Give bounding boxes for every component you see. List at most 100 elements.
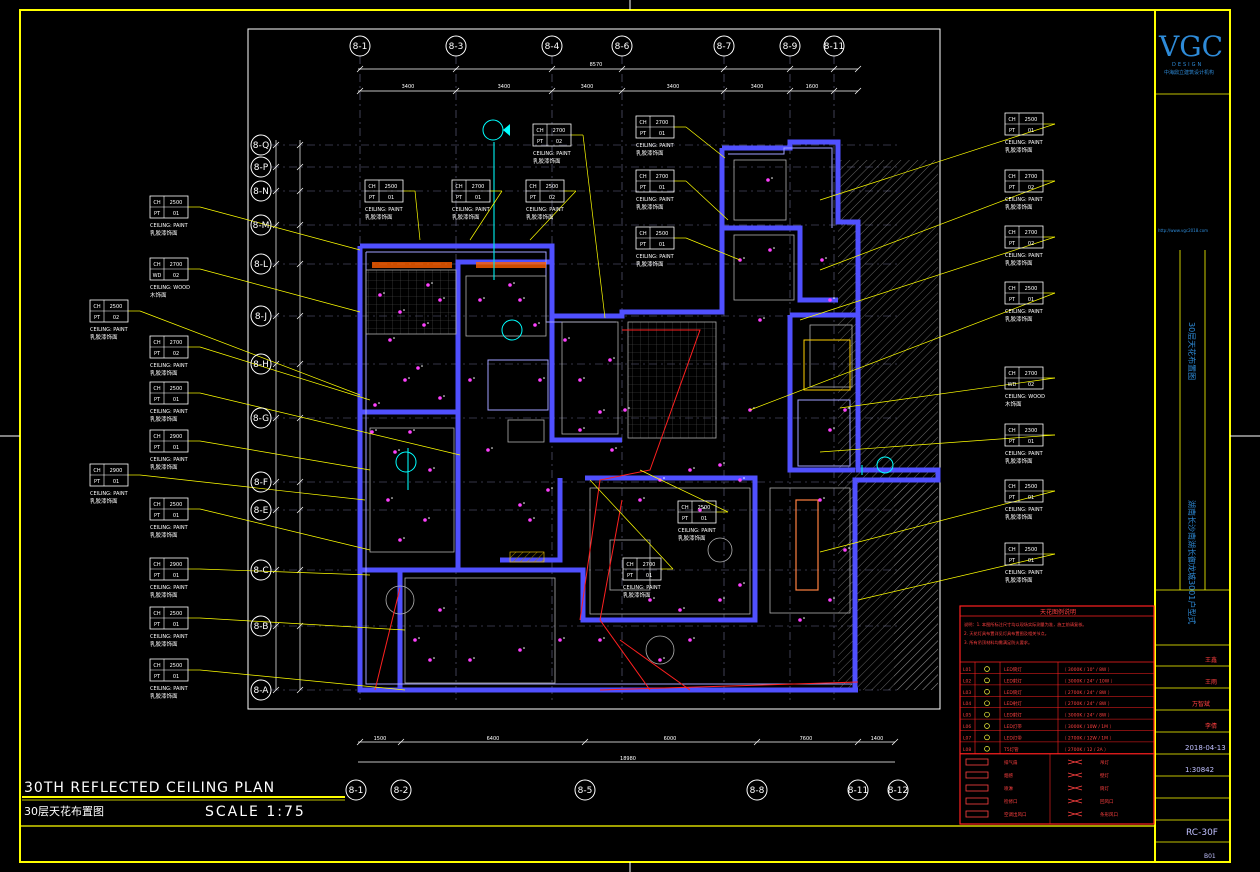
grid-label-left: 8-E xyxy=(254,506,269,516)
light-fixture xyxy=(370,430,374,434)
tag-height: 2500 xyxy=(385,184,398,190)
light-fixture xyxy=(408,430,412,434)
legend-row-name: LED射灯 xyxy=(1004,700,1022,707)
grid-label-left: 8-C xyxy=(253,566,268,576)
tag-code: 01 xyxy=(646,573,652,579)
tag-type: WD xyxy=(1008,382,1017,388)
grid-label-bottom: 8-11 xyxy=(848,786,868,796)
tag-height: 2700 xyxy=(170,262,183,268)
light-fixture xyxy=(638,498,642,502)
light-fixture xyxy=(698,508,702,512)
tag-ch: CH xyxy=(93,304,100,310)
red-section-lines xyxy=(374,329,859,691)
tag-material: CEILING: PAINT xyxy=(1005,570,1044,576)
tag-height: 2700 xyxy=(472,184,485,190)
tag-material: CEILING: PAINT xyxy=(1005,140,1044,146)
tag-material-cn: 乳胶漆饰面 xyxy=(636,260,664,268)
dimension-bottom: 7600 xyxy=(800,736,813,742)
tag-ch: CH xyxy=(153,262,160,268)
tag-height: 2500 xyxy=(170,611,183,617)
light-fixture xyxy=(678,608,682,612)
tag-ch: CH xyxy=(153,663,160,669)
titleblock-name-1: 王鑫 xyxy=(1205,656,1217,664)
tag-material: CEILING: PAINT xyxy=(150,686,189,692)
grid-label-top: 8-3 xyxy=(449,42,464,52)
tag-height: 2500 xyxy=(656,231,669,237)
grid-label-left: 8-M xyxy=(253,221,270,231)
tag-material: CEILING: PAINT xyxy=(150,363,189,369)
light-fixture xyxy=(438,298,442,302)
tag-height: 2500 xyxy=(170,663,183,669)
legend-symbol-right: 条形风口 xyxy=(1100,811,1118,818)
light-fixture xyxy=(386,498,390,502)
tag-code: 02 xyxy=(1028,185,1034,191)
tag-height: 2500 xyxy=(698,505,711,511)
tag-material-cn: 乳胶漆饰面 xyxy=(150,640,178,648)
title-block-lines xyxy=(1155,93,1230,843)
light-fixture xyxy=(413,638,417,642)
titleblock-name-2: 王雨 xyxy=(1205,679,1217,686)
legend-row-spec: （ 3000K / 10° / 8W ） xyxy=(1062,667,1112,673)
tag-ch: CH xyxy=(536,128,543,134)
legend-row-name: LED筒灯 xyxy=(1004,689,1022,696)
tag-material-cn: 乳胶漆饰面 xyxy=(1005,259,1033,267)
dimension-bottom: 6400 xyxy=(487,736,500,742)
light-fixture xyxy=(818,498,822,502)
grid-bubble-top xyxy=(713,35,735,57)
light-fixture xyxy=(843,408,847,412)
light-fixture xyxy=(718,463,722,467)
tag-material: CEILING: PAINT xyxy=(1005,309,1044,315)
logo-sub: DESIGN xyxy=(1172,62,1203,68)
tag-material: CEILING: PAINT xyxy=(452,207,491,213)
room-furniture xyxy=(365,159,853,684)
tag-ch: CH xyxy=(681,505,688,511)
dimension-bottom: 6000 xyxy=(664,736,677,742)
tag-height: 2500 xyxy=(1025,117,1038,123)
tag-leader-lines xyxy=(128,123,1056,691)
tag-type: PT xyxy=(154,674,161,680)
tag-material: CEILING: PAINT xyxy=(678,528,717,534)
ceiling-light-fixtures xyxy=(370,177,850,662)
tag-ch: CH xyxy=(1008,286,1015,292)
grid-label-bottom: 8-8 xyxy=(750,786,765,796)
light-fixture xyxy=(558,638,562,642)
legend-row-code: L03 xyxy=(963,690,971,696)
light-fixture xyxy=(758,318,762,322)
tag-material: CEILING: PAINT xyxy=(1005,451,1044,457)
tag-code: 02 xyxy=(113,315,119,321)
legend-row-code: L08 xyxy=(963,747,971,753)
legend-row-name: LED灯带 xyxy=(1004,723,1022,730)
light-fixture xyxy=(398,310,402,314)
grid-bubble-bottom xyxy=(574,779,596,801)
tag-height: 2900 xyxy=(170,562,183,568)
titleblock-name-3: 万智斌 xyxy=(1192,700,1210,708)
light-fixture xyxy=(378,293,382,297)
tag-ch: CH xyxy=(153,434,160,440)
tag-code: 01 xyxy=(173,573,179,579)
legend-row-code: L07 xyxy=(963,735,971,741)
viewport-frame xyxy=(247,28,941,710)
dimension-top: 1600 xyxy=(806,84,819,90)
light-fixture xyxy=(508,283,512,287)
tag-type: PT xyxy=(640,242,647,248)
light-fixture xyxy=(478,298,482,302)
tag-type: PT xyxy=(1009,128,1016,134)
legend-row-spec: （ 3000K / 24° / 8W ） xyxy=(1062,713,1112,719)
tag-type: PT xyxy=(1009,241,1016,247)
tag-type: PT xyxy=(682,516,689,522)
section-markers xyxy=(395,119,894,474)
light-fixture xyxy=(623,408,627,412)
tag-material-cn: 乳胶漆饰面 xyxy=(1005,315,1033,323)
tag-ch: CH xyxy=(153,386,160,392)
titleblock-date: 2018-04-13 xyxy=(1185,744,1226,752)
light-fixture xyxy=(766,178,770,182)
